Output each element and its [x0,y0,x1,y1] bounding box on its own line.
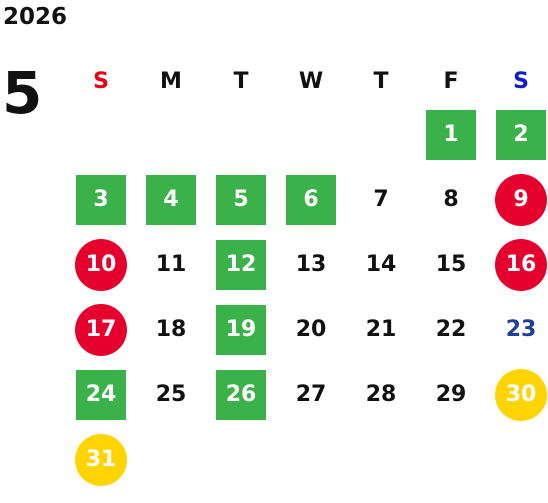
calendar-cell: 17 [66,297,136,362]
calendar-cell: 7 [346,167,416,232]
day-1[interactable]: 1 [426,109,476,160]
day-30[interactable]: 30 [495,368,547,421]
calendar-cell: 3 [66,167,136,232]
calendar-cell [416,427,486,492]
day-5[interactable]: 5 [216,174,266,225]
calendar-cell: 19 [206,297,276,362]
day-22[interactable]: 22 [435,317,467,342]
day-25[interactable]: 25 [155,382,187,407]
calendar-cell: 20 [276,297,346,362]
calendar-cell: 10 [66,232,136,297]
day-19[interactable]: 19 [216,304,266,355]
month-number: 5 [2,59,43,127]
calendar-cell: 16 [486,232,548,297]
day-20[interactable]: 20 [295,317,327,342]
calendar-cell [136,427,206,492]
calendar-cell: 21 [346,297,416,362]
day-6[interactable]: 6 [286,174,336,225]
calendar-cell [206,102,276,167]
day-26[interactable]: 26 [216,369,266,420]
calendar-cell: 25 [136,362,206,427]
day-27[interactable]: 27 [295,382,327,407]
day-17[interactable]: 17 [75,303,127,356]
day-10[interactable]: 10 [75,238,127,291]
day-31[interactable]: 31 [75,433,127,486]
weekday-header-sunday: S [93,68,109,94]
day-3[interactable]: 3 [76,174,126,225]
calendar-cell: 18 [136,297,206,362]
year-label: 2026 [3,4,68,30]
calendar-cell: 28 [346,362,416,427]
calendar-cell: 5 [206,167,276,232]
day-11[interactable]: 11 [155,252,187,277]
weekday-header-monday: M [160,68,182,94]
calendar-cell: 12 [206,232,276,297]
day-28[interactable]: 28 [365,382,397,407]
calendar-cell [136,102,206,167]
calendar-cell: 13 [276,232,346,297]
calendar-cell: 2 [486,102,548,167]
calendar-cell: 23 [486,297,548,362]
day-7[interactable]: 7 [373,187,389,212]
day-23[interactable]: 23 [505,317,537,342]
weekday-header-thursday: T [373,68,389,94]
weekday-header-wednesday: W [298,68,324,94]
day-12[interactable]: 12 [216,239,266,290]
calendar-cell: 31 [66,427,136,492]
day-21[interactable]: 21 [365,317,397,342]
calendar-cell: 15 [416,232,486,297]
day-16[interactable]: 16 [495,238,547,291]
weekday-header-saturday: S [513,68,529,94]
calendar-cell: 11 [136,232,206,297]
weekday-header-tuesday: T [233,68,249,94]
calendar-cell [276,102,346,167]
calendar-cell [66,102,136,167]
weekday-header-friday: F [443,68,459,94]
day-15[interactable]: 15 [435,252,467,277]
calendar-cell [276,427,346,492]
calendar-cell [486,427,548,492]
calendar-cell: 4 [136,167,206,232]
calendar-cell: 27 [276,362,346,427]
calendar-cell: 9 [486,167,548,232]
calendar-cell: 22 [416,297,486,362]
calendar-cell: 14 [346,232,416,297]
calendar-cell: 30 [486,362,548,427]
day-18[interactable]: 18 [155,317,187,342]
day-9[interactable]: 9 [495,173,547,226]
day-14[interactable]: 14 [365,252,397,277]
calendar-cell: 6 [276,167,346,232]
day-8[interactable]: 8 [443,187,459,212]
calendar-cell [346,102,416,167]
calendar-cell [346,427,416,492]
day-4[interactable]: 4 [146,174,196,225]
calendar-cell: 1 [416,102,486,167]
calendar-cell: 29 [416,362,486,427]
day-24[interactable]: 24 [76,369,126,420]
day-29[interactable]: 29 [435,382,467,407]
calendar-cell [206,427,276,492]
day-2[interactable]: 2 [496,109,546,160]
calendar-cell: 24 [66,362,136,427]
day-13[interactable]: 13 [295,252,327,277]
calendar-cell: 26 [206,362,276,427]
calendar-cell: 8 [416,167,486,232]
